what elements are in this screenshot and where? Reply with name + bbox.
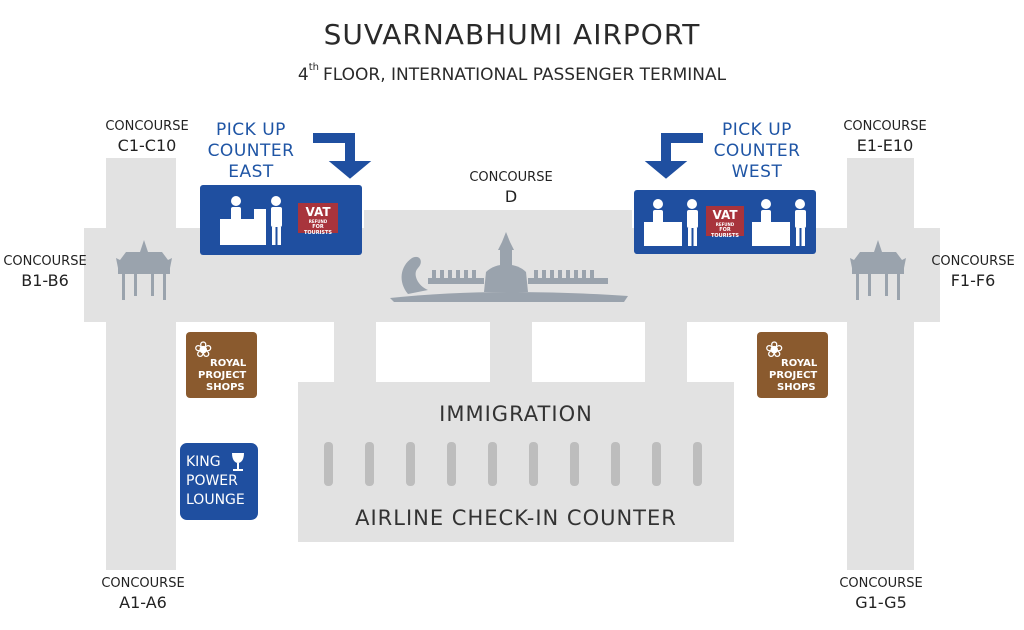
royal-emblem-icon: ❀ — [765, 338, 784, 363]
connector-2 — [490, 310, 532, 385]
pillar-row — [324, 442, 702, 486]
immigration-label: IMMIGRATION — [439, 402, 593, 426]
counter-people-icon — [644, 199, 698, 246]
connector-3 — [645, 310, 687, 385]
map-title: SUVARNABHUMI AIRPORT — [323, 18, 701, 51]
concourse-d-pier — [364, 210, 632, 240]
concourse-e-arm — [847, 158, 914, 570]
royal-emblem-icon: ❀ — [194, 338, 213, 363]
floor-number: 4 — [297, 65, 309, 85]
floor-suffix: th — [308, 62, 319, 73]
counter-people-icon — [220, 196, 282, 245]
arrow-down-icon — [311, 131, 376, 182]
royal-barge-icon — [390, 232, 628, 302]
royal-project-shops-right: ❀ ROYAL PROJECT SHOPS — [757, 332, 828, 398]
wine-glass-icon — [232, 453, 244, 471]
airline-check-in-label: AIRLINE CHECK-IN COUNTER — [355, 506, 677, 530]
counter-people-icon — [752, 199, 806, 246]
pillar-icon — [324, 442, 702, 486]
concourse-c-arm — [106, 158, 176, 570]
connector-1 — [334, 310, 376, 385]
royal-project-shops-left: ❀ ROYAL PROJECT SHOPS — [186, 332, 257, 398]
arrow-down-icon — [640, 131, 705, 182]
king-power-lounge: KING POWER LOUNGE — [180, 443, 258, 520]
floor-description: FLOOR, INTERNATIONAL PASSENGER TERMINAL — [322, 65, 727, 85]
thai-pavilion-icon — [850, 240, 906, 300]
thai-pavilion-icon — [116, 240, 172, 300]
